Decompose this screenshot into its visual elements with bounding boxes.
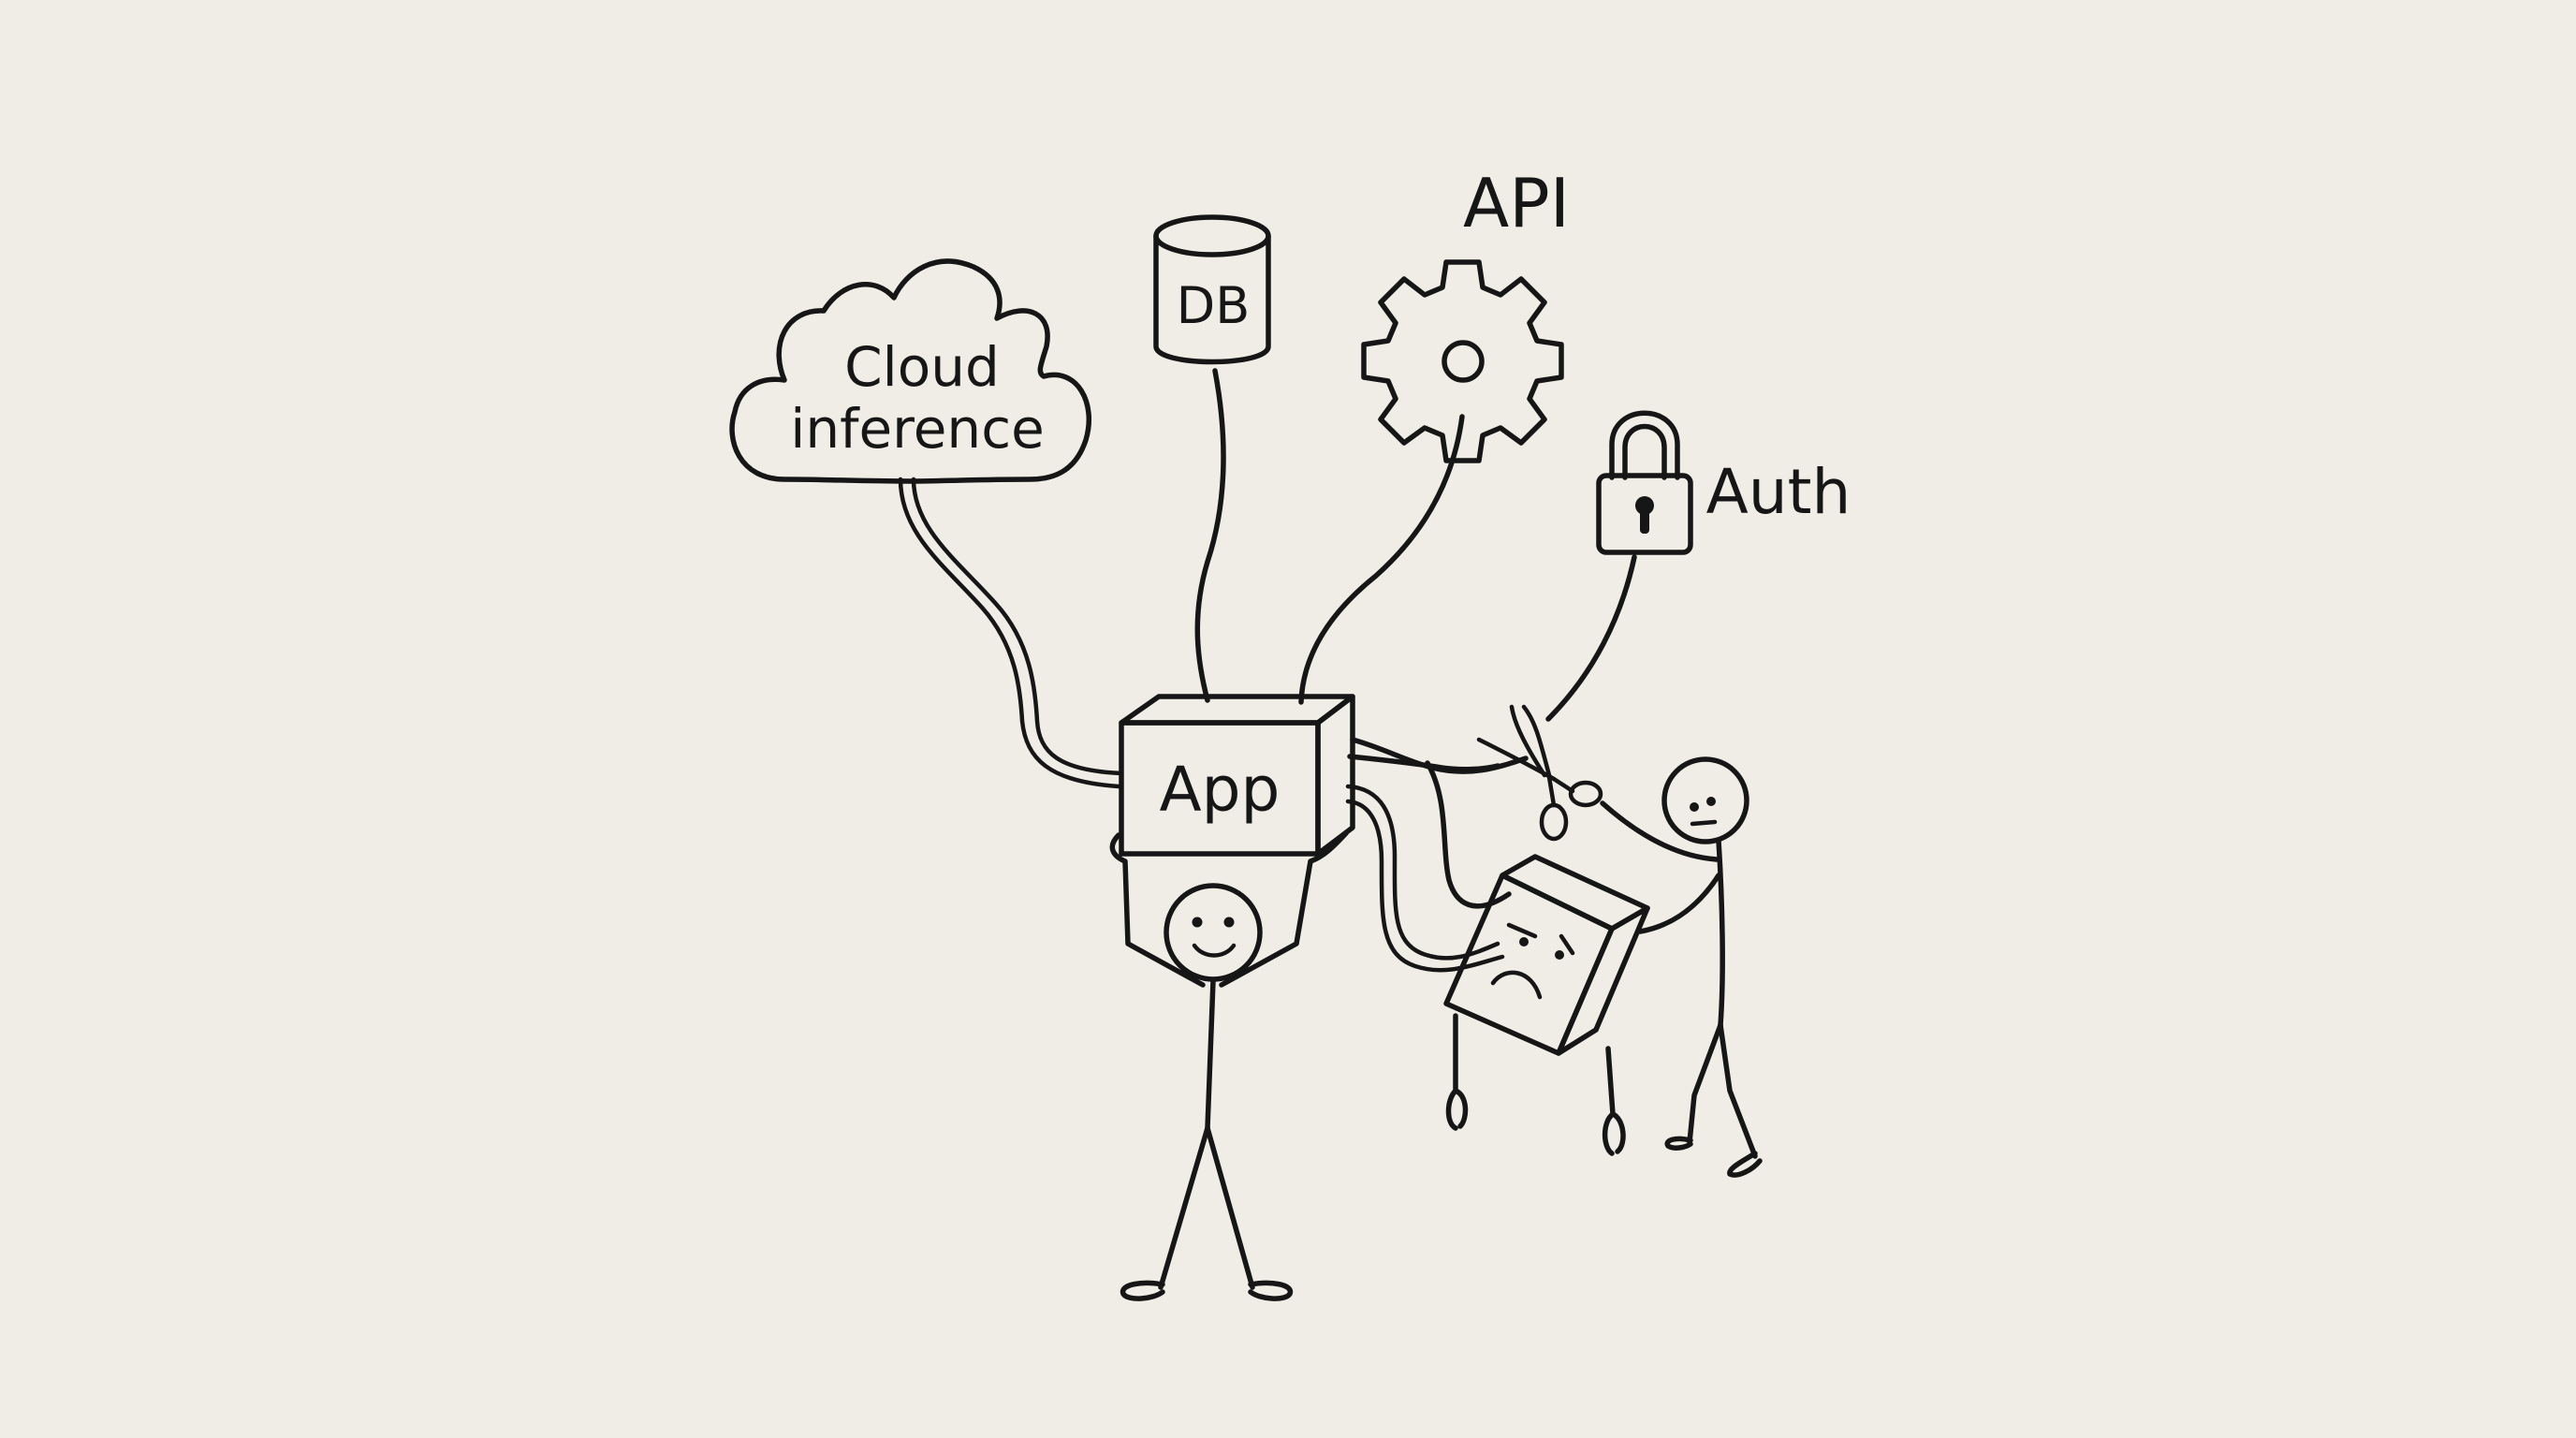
db-wire [1194, 368, 1226, 703]
cutting-person-body [1716, 838, 1725, 1028]
happy-developer-left-foot [1120, 1280, 1165, 1301]
cutting-person-eye [1690, 802, 1699, 812]
happy-developer-head [1164, 883, 1263, 982]
sad-box-front [1443, 873, 1615, 1056]
cutting-person-left-foot [1664, 1136, 1693, 1151]
app-box-top [1119, 694, 1355, 726]
sad-box-left-brow [1506, 922, 1538, 939]
connection-wires [898, 368, 1637, 973]
app-box-side [1315, 694, 1355, 857]
api-node: API [1361, 164, 1570, 463]
happy-developer-right-leg [1205, 1125, 1255, 1290]
happy-developer-smile [1192, 943, 1237, 958]
cloud-label-line2: inference [790, 397, 1045, 461]
cutting-person-arm-up [1600, 800, 1720, 862]
api-wire [1298, 414, 1465, 705]
cutting-person-eye [1706, 797, 1716, 806]
happy-developer-right-foot [1248, 1280, 1293, 1301]
app-label: App [1160, 754, 1281, 826]
scissors-icon-blade [1521, 704, 1552, 778]
happy-developer [1109, 830, 1349, 1301]
sad-box-eye [1555, 950, 1564, 960]
db-label: DB [1177, 276, 1251, 335]
database-icon-top [1153, 214, 1271, 257]
happy-developer-eye [1192, 917, 1203, 928]
cloud-icon [729, 258, 1092, 484]
cutting-person-arm-low [1637, 873, 1721, 934]
padlock-icon-shackle-inner [1622, 423, 1667, 480]
cutting-person-right-foot [1727, 1151, 1763, 1178]
happy-developer-left-arm [1109, 832, 1206, 988]
loop-cable [1345, 799, 1505, 973]
scissors-icon-shank [1546, 774, 1575, 808]
cutting-person-left-leg [1687, 1022, 1723, 1145]
scissors-icon-handle [1568, 780, 1603, 808]
database-icon [1153, 233, 1271, 365]
happy-developer-left-leg [1158, 1125, 1210, 1290]
sad-box-eye [1519, 937, 1529, 946]
scissors-icon-handle [1539, 802, 1569, 842]
sad-service-box [1443, 854, 1650, 1156]
auth-node: Auth [1596, 410, 1852, 555]
app-box-front [1119, 720, 1321, 857]
sad-box-right-leg [1602, 1046, 1626, 1156]
padlock-icon-shackle [1609, 410, 1680, 480]
happy-developer-eye [1223, 917, 1235, 928]
scissors-icon-blade [1476, 737, 1557, 782]
cutting-person-right-leg [1718, 1022, 1758, 1159]
sad-box-frown [1490, 970, 1543, 1000]
loop-cable [1345, 784, 1500, 961]
db-node: DB [1153, 214, 1271, 365]
cut-wire [1347, 754, 1500, 772]
cutting-person-mouth [1690, 819, 1718, 827]
gear-icon-hub [1442, 340, 1485, 383]
auth-label: Auth [1706, 456, 1852, 528]
cloud-cable [898, 477, 1121, 789]
cutting-person [1600, 756, 1763, 1178]
scissors [1476, 704, 1603, 842]
sad-box-edge [1556, 905, 1650, 1056]
cloud-node: Cloud inference [729, 258, 1092, 484]
happy-developer-body [1205, 978, 1216, 1131]
padlock-icon-keyhole-slot [1640, 506, 1649, 534]
scissors-icon-blade [1509, 704, 1547, 778]
cutting-person-head [1661, 756, 1749, 844]
gear-icon [1361, 259, 1564, 463]
cloud-label-line1: Cloud [844, 335, 1000, 399]
sad-box-left-leg [1445, 1013, 1469, 1131]
app-box: App [1119, 694, 1355, 857]
padlock-icon [1596, 473, 1693, 555]
cut-wire [1425, 760, 1512, 909]
auth-wire [1545, 554, 1637, 722]
cloud-cable [911, 477, 1124, 776]
sad-box-right-brow [1559, 933, 1575, 956]
api-label: API [1463, 164, 1570, 242]
